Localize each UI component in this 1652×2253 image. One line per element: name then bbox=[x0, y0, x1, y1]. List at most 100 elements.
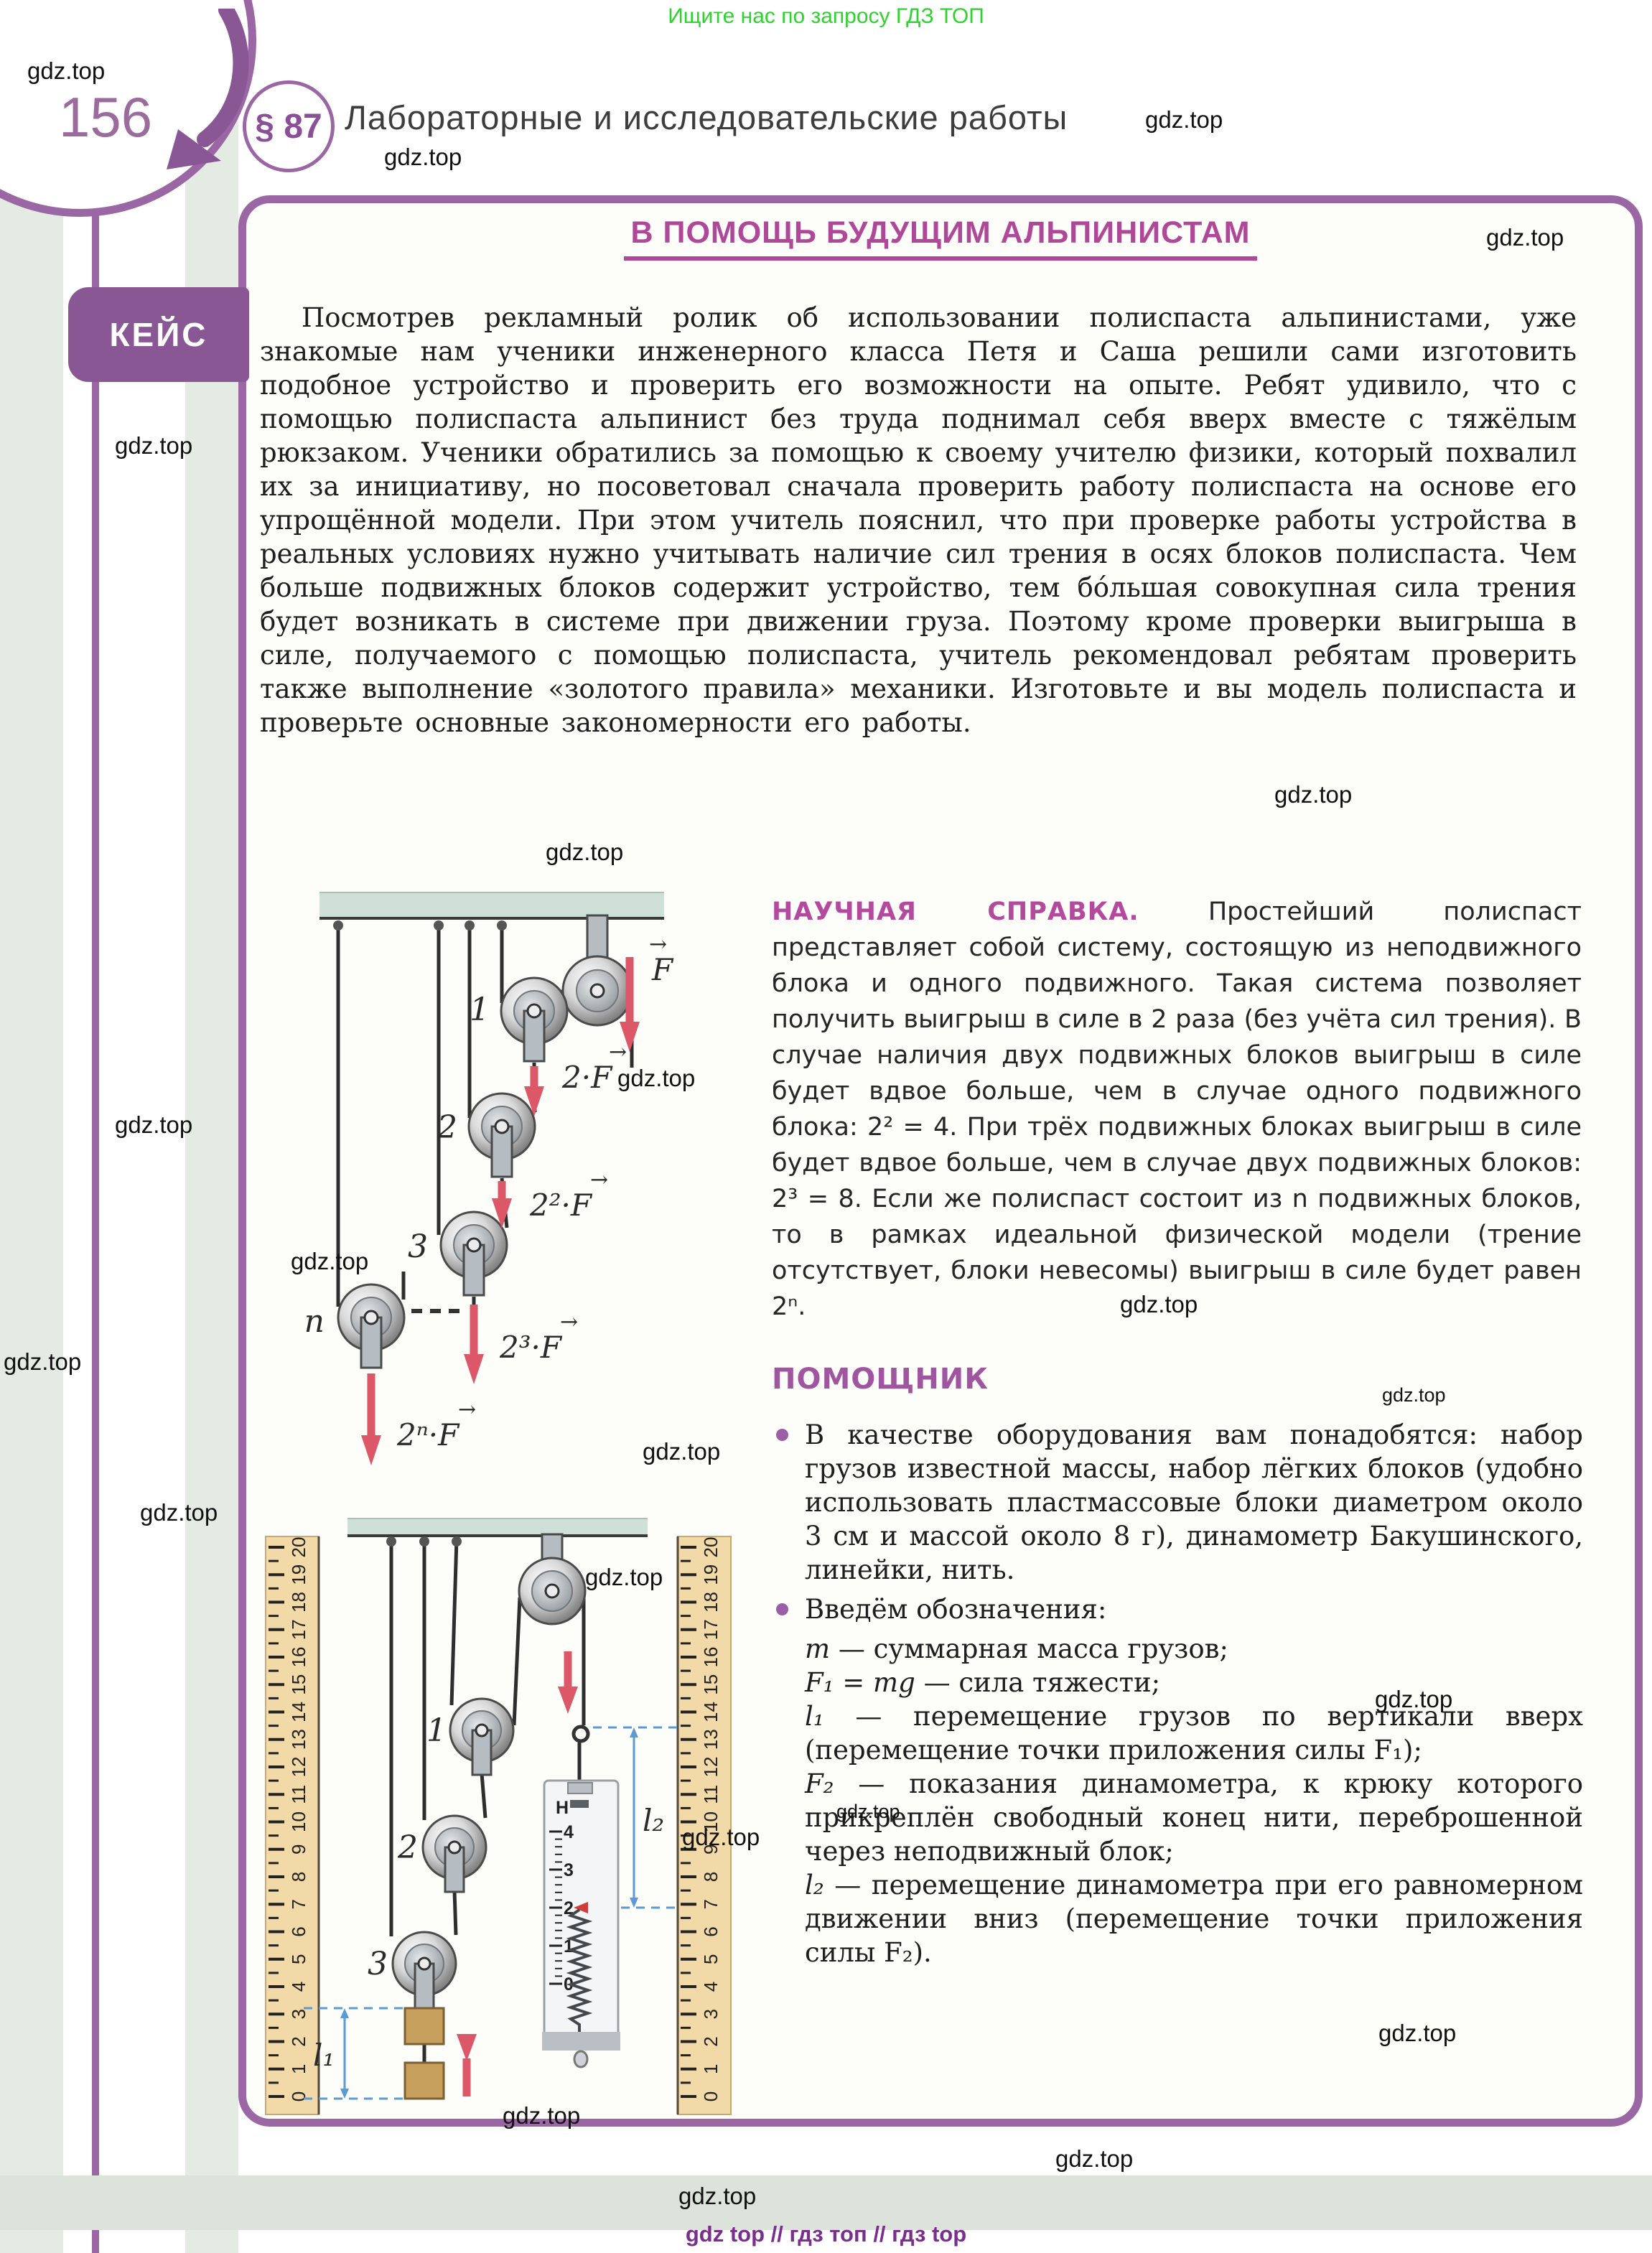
watermark: gdz.top bbox=[4, 1348, 82, 1375]
ruler-number: 11 bbox=[288, 1785, 309, 1804]
l1-label: l₁ bbox=[313, 2038, 335, 2073]
watermark: gdz.top bbox=[1120, 1291, 1198, 1317]
definition-l1-text: — перемещение грузов по вертикали вверх … bbox=[805, 1701, 1583, 1765]
ruler-number: 12 bbox=[288, 1757, 309, 1778]
promo-banner: Ищите нас по запросу ГДЗ ТОП bbox=[668, 4, 984, 28]
ruler-number: 0 bbox=[700, 2091, 722, 2102]
pulley-label-2: 2 bbox=[397, 1829, 418, 1866]
watermark: gdz.top bbox=[1145, 106, 1223, 133]
definition-l1-var: l₁ bbox=[805, 1701, 824, 1732]
case-title-wrap: В ПОМОЩЬ БУДУЩИМ АЛЬПИНИСТАМ bbox=[238, 215, 1643, 261]
movable-pulley-3 bbox=[439, 1211, 508, 1297]
pulley-label-n: n bbox=[304, 1303, 325, 1340]
l1-marks: l₁ bbox=[304, 2007, 405, 2100]
dyn-scale-3: 3 bbox=[564, 1860, 574, 1880]
l2-marks: l₂ bbox=[593, 1726, 678, 1909]
watermark: gdz.top bbox=[384, 144, 462, 170]
force-label-2F: 2·F bbox=[561, 1060, 613, 1095]
watermark: gdz.top bbox=[1486, 224, 1564, 251]
force-label-8F: 2³·F bbox=[499, 1330, 563, 1365]
ceiling-hooks bbox=[386, 1536, 462, 1547]
science-note-text: Простейший полиспаст представляет собой … bbox=[772, 897, 1582, 1321]
case-title: В ПОМОЩЬ БУДУЩИМ АЛЬПИНИСТАМ bbox=[623, 215, 1258, 261]
ruler-number: 18 bbox=[288, 1592, 309, 1613]
watermark: gdz.top bbox=[617, 1065, 696, 1091]
ruler-number: 16 bbox=[700, 1647, 722, 1668]
ruler-number: 15 bbox=[288, 1674, 309, 1695]
watermark: gdz.top bbox=[643, 1438, 721, 1465]
ruler-number: 4 bbox=[700, 1982, 722, 1992]
ruler-number: 19 bbox=[700, 1564, 722, 1585]
watermark: gdz.top bbox=[1055, 2145, 1134, 2172]
watermark: gdz.top bbox=[1375, 1686, 1453, 1712]
case-intro-paragraph: Посмотрев рекламный ролик об использован… bbox=[260, 302, 1577, 738]
ceiling bbox=[319, 892, 664, 920]
science-note: НАУЧНАЯ СПРАВКА. Простейший полиспаст пр… bbox=[772, 894, 1582, 1325]
ruler-number: 8 bbox=[700, 1872, 722, 1882]
force-label-4F: 2²·F bbox=[529, 1188, 593, 1223]
ruler-number: 18 bbox=[700, 1592, 722, 1613]
ruler-number: 2 bbox=[288, 2036, 309, 2046]
ruler-number: 13 bbox=[700, 1729, 722, 1750]
ruler-number: 17 bbox=[700, 1619, 722, 1640]
dynamometer-unit: Н bbox=[556, 1798, 569, 1818]
ruler-number: 20 bbox=[288, 1537, 309, 1558]
left-vertical-rule bbox=[92, 205, 99, 2253]
movable-pulley-1 bbox=[449, 1697, 515, 1776]
science-note-label: НАУЧНАЯ СПРАВКА. bbox=[772, 897, 1139, 926]
left-margin-white-band bbox=[63, 179, 185, 2253]
section-badge: § 87 bbox=[243, 80, 335, 172]
definition-F1-text: — сила тяжести; bbox=[915, 1667, 1161, 1698]
ruler-number: 12 bbox=[700, 1757, 722, 1778]
footer-links: gdz top // гдз топ // гдз top bbox=[685, 2221, 967, 2247]
pulley-label-1: 1 bbox=[470, 992, 490, 1028]
definition-F1-var: F₁ = mg bbox=[805, 1667, 915, 1698]
watermark: gdz.top bbox=[1378, 2020, 1457, 2046]
definition-l1: l₁ — перемещение грузов по вертикали вве… bbox=[772, 1699, 1583, 1767]
watermark: gdz.top bbox=[1382, 1384, 1446, 1406]
ruler-number: 9 bbox=[288, 1844, 309, 1855]
helper-bullet-equipment: В качестве оборудования вам понадобятся:… bbox=[772, 1418, 1583, 1587]
l2-label: l₂ bbox=[643, 1803, 664, 1838]
movable-pulley-2 bbox=[467, 1092, 536, 1178]
curved-arrow-icon bbox=[167, 9, 249, 169]
pulley-label-2: 2 bbox=[437, 1109, 457, 1146]
fixed-pulley bbox=[561, 914, 633, 1027]
ruler-number: 6 bbox=[288, 1926, 309, 1936]
ruler-number: 9 bbox=[700, 1844, 722, 1855]
bottom-gray-band bbox=[0, 2175, 1652, 2230]
ruler-number: 0 bbox=[288, 2091, 309, 2102]
definition-F2: F₂ — показания динамометра, к крюку кото… bbox=[772, 1767, 1583, 1868]
helper-bullet-notation: Введём обозначения: bbox=[772, 1592, 1583, 1626]
ruler-number: 5 bbox=[700, 1954, 722, 1964]
ruler-number: 3 bbox=[288, 2009, 309, 2019]
watermark: gdz.top bbox=[27, 57, 106, 84]
definition-F2-var: F₂ bbox=[805, 1768, 834, 1799]
vector-arrow-icon: → bbox=[649, 932, 667, 957]
ruler-number: 15 bbox=[700, 1674, 722, 1695]
ruler-number: 16 bbox=[288, 1647, 309, 1668]
definition-l2: l₂ — перемещение динамометра при его рав… bbox=[772, 1868, 1583, 1969]
ruler-number: 1 bbox=[700, 2064, 722, 2074]
movable-pulley-3 bbox=[391, 1931, 457, 2010]
vector-arrow-icon: → bbox=[590, 1167, 608, 1193]
ruler-number: 4 bbox=[288, 1982, 309, 1992]
diagram-ideal-polyspast: 1 2 3 n F → 2·F → 2²·F → 2³·F → 2ⁿ·F → bbox=[304, 892, 674, 1465]
watermark: gdz.top bbox=[682, 1824, 760, 1850]
pulley-label-1: 1 bbox=[426, 1712, 447, 1749]
ruler-number: 17 bbox=[288, 1619, 309, 1640]
definition-m-var: m bbox=[805, 1633, 831, 1664]
dyn-bottom-hook bbox=[573, 2050, 589, 2068]
watermark: gdz.top bbox=[291, 1248, 369, 1274]
ceiling bbox=[347, 1518, 648, 1537]
watermark: gdz.top bbox=[585, 1564, 663, 1590]
pulley-label-3: 3 bbox=[408, 1228, 428, 1265]
spring bbox=[566, 1908, 593, 2032]
ruler-number: 11 bbox=[700, 1785, 722, 1804]
dynamometer-pointer bbox=[574, 1902, 588, 1913]
ruler-number: 13 bbox=[288, 1729, 309, 1750]
pulley-label-3: 3 bbox=[368, 1946, 388, 1982]
